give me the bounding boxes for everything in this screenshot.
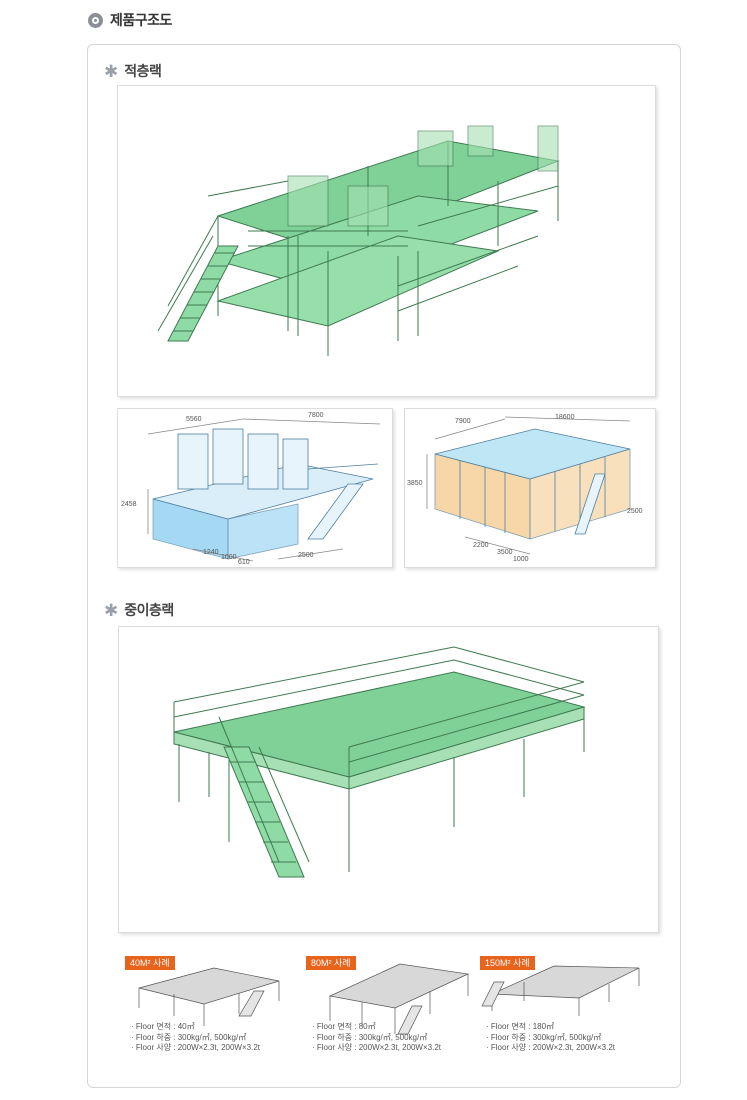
dim-label: 18600 <box>555 414 575 421</box>
spec-line: · Floor 면적 : 80㎡ <box>312 1022 376 1031</box>
spec-line: · Floor 사양 : 200W×2.3t, 200W×3.2t <box>312 1043 441 1052</box>
dim-label: 1240 <box>203 549 219 556</box>
case-study-150: 150M² 사례 · Floor 면적 : 180㎡ · Floor 하중 : … <box>474 946 646 1070</box>
spec-line: · Floor 사양 : 200W×2.3t, 200W×3.2t <box>486 1043 615 1052</box>
case-tag: 150M² 사례 <box>480 956 535 970</box>
dim-label: 2500 <box>298 552 314 559</box>
dim-label: 2458 <box>121 501 137 508</box>
section-heading-mezzanine-rack: ✱ 중이층랙 <box>104 600 174 620</box>
asterisk-icon: ✱ <box>104 600 119 620</box>
target-circle-icon <box>88 12 103 28</box>
case-tag: 80M² 사례 <box>306 956 356 970</box>
dim-label: 7800 <box>308 412 324 419</box>
dim-label: 5560 <box>186 416 202 423</box>
case-specs: · Floor 면적 : 180㎡ · Floor 하중 : 300kg/㎡, … <box>486 1022 615 1054</box>
section-title: 적층랙 <box>124 63 162 79</box>
spec-line: · Floor 면적 : 180㎡ <box>486 1022 555 1031</box>
spec-line: · Floor 하중 : 300kg/㎡, 500kg/㎡ <box>312 1032 428 1042</box>
case-study-80: 80M² 사례 · Floor 면적 : 80㎡ · Floor 하중 : 30… <box>300 946 472 1070</box>
dim-label: 7900 <box>455 418 471 425</box>
case-specs: · Floor 면적 : 80㎡ · Floor 하중 : 300kg/㎡, 5… <box>312 1022 441 1054</box>
dim-label: 610 <box>238 559 250 566</box>
case-study-40: 40M² 사례 · Floor 면적 : 40㎡ · Floor 하중 : 30… <box>119 946 291 1070</box>
dim-label: 3850 <box>407 480 423 487</box>
asterisk-icon: ✱ <box>104 61 119 81</box>
dim-label: 1000 <box>513 556 529 563</box>
spec-line: · Floor 사양 : 200W×2.3t, 200W×3.2t <box>131 1043 260 1052</box>
spec-line: · Floor 하중 : 300kg/㎡, 500kg/㎡ <box>131 1032 247 1042</box>
spec-line: · Floor 면적 : 40㎡ <box>131 1022 195 1031</box>
stacked-rack-dimension-drawing-a: 5560 7800 2458 1240 1000 610 2500 <box>117 408 393 568</box>
page-title: 제품구조도 <box>110 12 172 28</box>
dim-label: 2500 <box>627 508 643 515</box>
case-tag: 40M² 사례 <box>125 956 175 970</box>
section-title: 중이층랙 <box>124 602 174 618</box>
stacked-rack-dimension-drawing-b: 7900 18600 3850 2500 2200 3500 1000 <box>404 408 656 568</box>
mezzanine-rack-illustration <box>118 626 659 933</box>
dim-label: 3500 <box>497 549 513 556</box>
stacked-rack-illustration <box>117 85 656 397</box>
case-specs: · Floor 면적 : 40㎡ · Floor 하중 : 300kg/㎡, 5… <box>131 1022 260 1054</box>
dim-label: 1000 <box>221 554 237 561</box>
page-header: 제품구조도 <box>88 10 172 30</box>
section-heading-stacked-rack: ✱ 적층랙 <box>104 61 162 81</box>
dim-label: 2200 <box>473 542 489 549</box>
spec-line: · Floor 하중 : 300kg/㎡, 500kg/㎡ <box>486 1032 602 1042</box>
